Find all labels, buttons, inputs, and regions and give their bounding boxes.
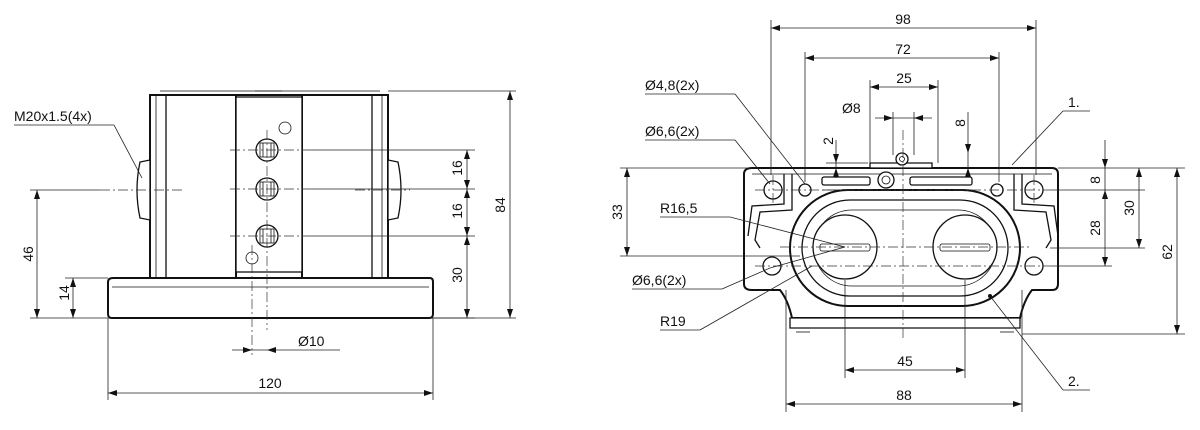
slot-left	[821, 176, 871, 186]
right-view: 98 72 25 Ø8 2 8 33	[609, 11, 1185, 412]
clip-left	[747, 174, 793, 249]
dim-spacing-16-top: 16	[449, 160, 465, 176]
screw-top	[278, 121, 292, 135]
base-flange	[107, 277, 434, 319]
dim-width-25: 25	[896, 70, 912, 86]
dim-diameter-8: Ø8	[842, 100, 861, 116]
left-view: 84 46 14 16 16 30 Ø10 120 M20x1.5(4x)	[14, 90, 516, 400]
dim-small-8-top: 8	[952, 119, 968, 127]
label-hole-6-6-bottom: Ø6,6(2x)	[632, 272, 686, 288]
dim-height-14: 14	[56, 285, 72, 301]
label-hole-4-8: Ø4,8(2x)	[645, 77, 699, 93]
oblong-recess-inner	[801, 199, 1009, 297]
label-radius-16-5: R16,5	[660, 200, 698, 216]
clip-right	[1013, 174, 1059, 249]
dim-height-84: 84	[492, 197, 508, 213]
dim-width-88: 88	[896, 387, 912, 403]
dim-small-2: 2	[820, 137, 836, 145]
dim-height-33: 33	[609, 204, 625, 220]
dim-width-72: 72	[895, 41, 911, 57]
label-thread: M20x1.5(4x)	[14, 108, 92, 124]
center-hole	[877, 171, 895, 189]
right-housing	[301, 94, 389, 279]
slot-right	[909, 176, 973, 186]
dim-side-62: 62	[1159, 244, 1175, 260]
dim-spacing-16-mid: 16	[449, 203, 465, 219]
callout-2: 2.	[1068, 373, 1080, 389]
label-hole-6-6-top: Ø6,6(2x)	[645, 123, 699, 139]
dim-width-120: 120	[258, 375, 282, 391]
dim-side-28: 28	[1087, 220, 1103, 236]
callout-1: 1.	[1068, 94, 1080, 110]
label-radius-19: R19	[660, 313, 686, 329]
dim-side-8: 8	[1087, 176, 1103, 184]
dim-height-46: 46	[20, 246, 36, 262]
dim-width-98: 98	[895, 11, 911, 27]
dim-diameter-10: Ø10	[298, 333, 325, 349]
dim-side-30: 30	[1121, 200, 1137, 216]
dim-height-30: 30	[449, 267, 465, 283]
left-housing	[149, 94, 237, 279]
dim-spacing-45: 45	[897, 353, 913, 369]
